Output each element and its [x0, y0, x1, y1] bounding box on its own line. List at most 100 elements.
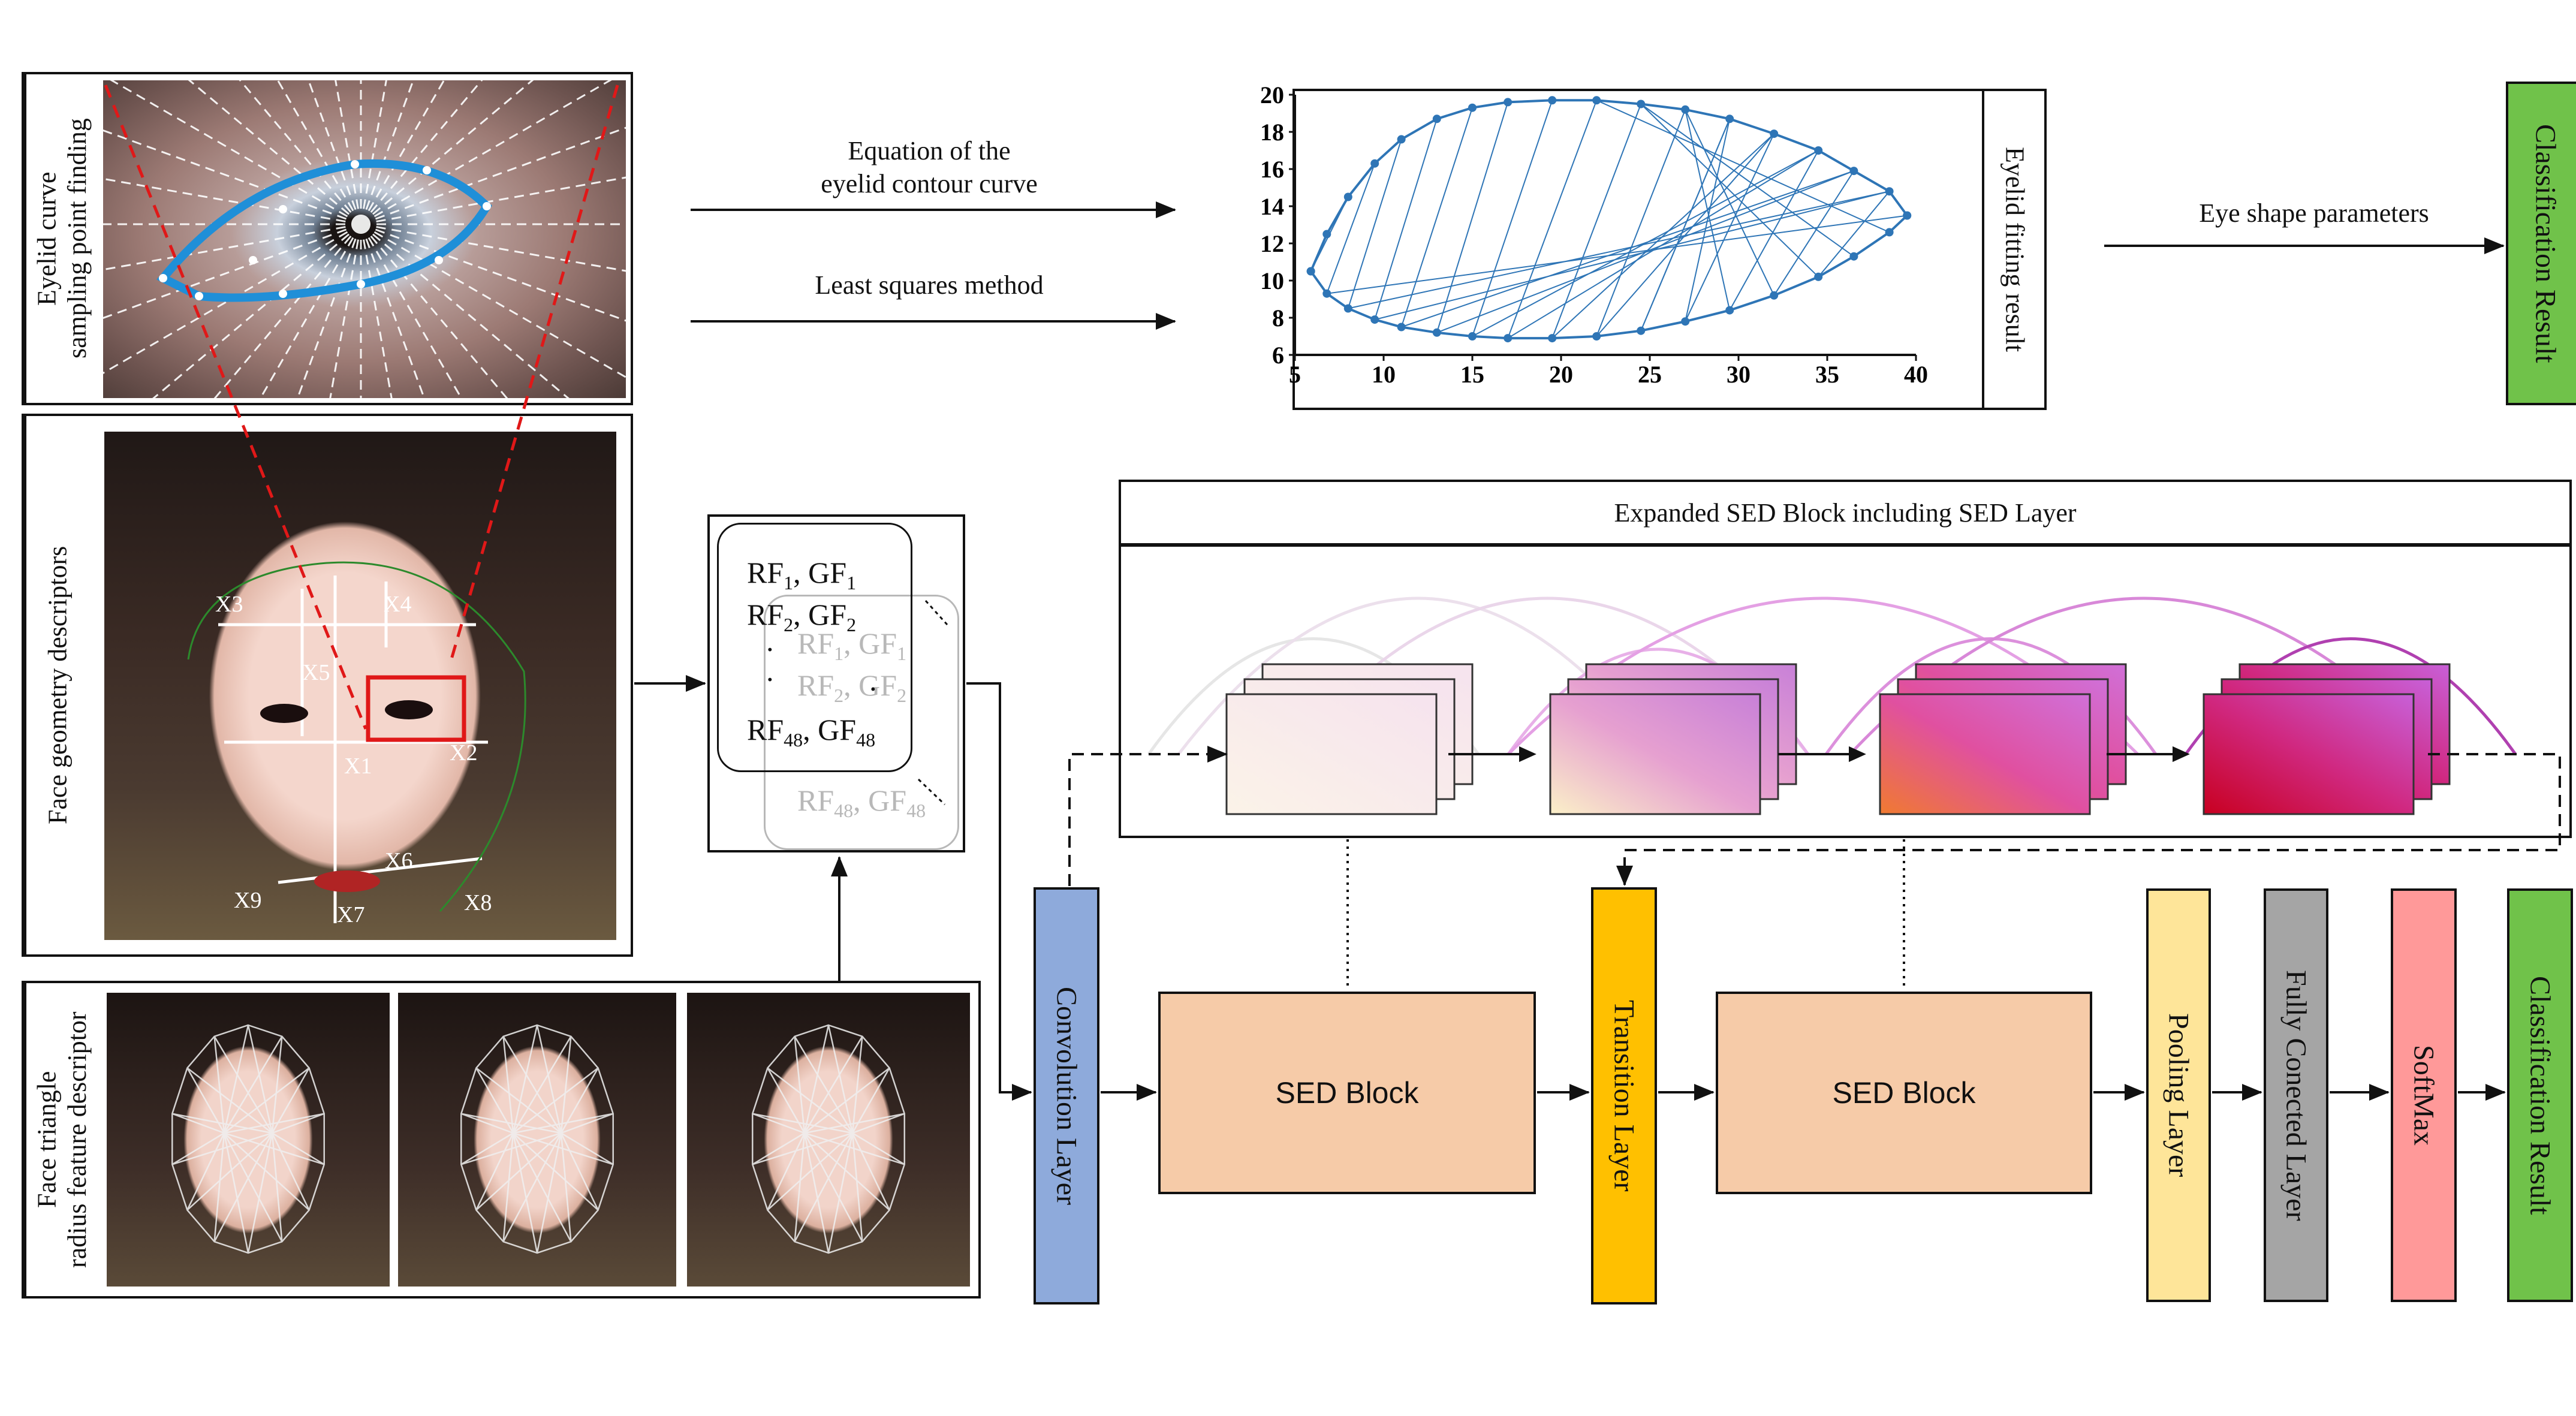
mesh-line — [1640, 103, 1819, 278]
data-point — [1306, 267, 1315, 276]
descriptor-ellipsis-3: · — [868, 672, 878, 706]
y-tick-label: 16 — [1260, 156, 1284, 183]
mesh-line — [1507, 100, 1598, 339]
lower-eyelid-line — [1310, 215, 1908, 340]
mesh-line — [1773, 170, 1855, 296]
descriptor-front-row-1: RF1, GF1 — [747, 556, 857, 593]
triangle-photo-1 — [107, 993, 390, 1287]
descriptor-stack-connectors — [917, 599, 948, 806]
descriptor-front-row-2: RF2, GF2 — [747, 598, 857, 635]
marker-x1: X1 — [344, 754, 372, 779]
mesh-line — [1327, 215, 1908, 294]
descriptor-back-row-3: RF48, GF48 — [797, 784, 926, 821]
marker-x8: X8 — [464, 890, 492, 915]
data-point — [1468, 332, 1477, 341]
x-tick-label: 35 — [1815, 361, 1839, 388]
data-point — [1592, 332, 1601, 341]
marker-x4: X4 — [384, 592, 412, 617]
marker-x7: X7 — [337, 902, 365, 927]
eyelid-fitting-label: Eyelid fitting result — [1982, 91, 2044, 408]
mesh-line — [1326, 163, 1376, 294]
mesh-line — [1729, 150, 1819, 311]
eyelid-chart-frame: Eyelid fitting result — [1292, 89, 2047, 410]
equation-label: Equation of the eyelid contour curve — [821, 136, 1038, 198]
data-point — [1637, 326, 1646, 335]
data-point — [1592, 96, 1601, 105]
marker-x5: X5 — [302, 660, 330, 685]
eye-sampling-overlay — [103, 80, 626, 398]
y-tick-label: 14 — [1260, 193, 1284, 220]
data-point — [1637, 100, 1646, 109]
data-point — [1814, 146, 1823, 155]
classification-result-bottom: Classification Result — [2507, 888, 2573, 1302]
x-tick-label: 25 — [1638, 361, 1662, 388]
marker-x6: X6 — [385, 848, 413, 873]
data-point — [1343, 192, 1352, 201]
mesh-line — [1348, 191, 1890, 309]
data-point — [1770, 129, 1779, 138]
x-tick-label: 40 — [1904, 361, 1928, 388]
sed-block-2: SED Block — [1716, 992, 2092, 1194]
face-geometry-overlay — [187, 561, 526, 923]
mesh-line — [1347, 139, 1402, 309]
y-tick-label: 18 — [1260, 119, 1284, 146]
transition-layer: Transition Layer — [1591, 887, 1657, 1304]
triangle-photo-3 — [687, 993, 970, 1287]
face-triangle-panel: Face triangle radius feature descriptor — [22, 981, 981, 1298]
data-point — [1370, 315, 1379, 324]
data-point — [1681, 105, 1690, 114]
marker-x9: X9 — [234, 888, 262, 913]
data-point — [1322, 289, 1331, 298]
marker-x3: X3 — [215, 592, 243, 617]
least-squares-label: Least squares method — [815, 270, 1044, 300]
data-point — [1504, 334, 1513, 343]
descriptor-front-card — [717, 523, 912, 772]
data-point — [1885, 228, 1894, 237]
data-point — [1548, 334, 1557, 343]
mesh-line — [1551, 133, 1774, 339]
data-point — [1903, 211, 1912, 220]
data-point — [1504, 98, 1513, 107]
mesh-line — [1596, 109, 1686, 337]
mesh-line — [1685, 109, 1775, 296]
triangle-mesh-overlay — [171, 1024, 905, 1254]
data-point — [1432, 115, 1441, 123]
mesh-line — [1374, 119, 1438, 320]
data-point — [1397, 135, 1406, 144]
mesh-line — [1401, 170, 1854, 328]
mesh-line — [1685, 119, 1731, 322]
upper-eyelid-line — [1309, 99, 1908, 272]
classification-result-top: Classification Result — [2506, 82, 2576, 405]
convolution-layer: Convolution Layer — [1034, 887, 1099, 1304]
zoom-guide-lines — [104, 85, 619, 730]
expanded-sed-header: Expanded SED Block including SED Layer — [1119, 480, 2572, 546]
y-tick-label: 20 — [1260, 82, 1284, 109]
descriptor-front-row-3: RF48, GF48 — [747, 713, 876, 751]
mesh-line — [1472, 150, 1819, 337]
x-tick-label: 15 — [1460, 361, 1484, 388]
mesh-line — [1400, 107, 1473, 327]
mesh-line — [1436, 102, 1509, 333]
x-tick-label: 10 — [1372, 361, 1396, 388]
mesh-line — [1374, 191, 1890, 321]
descriptor-back-card — [764, 595, 959, 850]
data-point — [1725, 115, 1734, 123]
eyelid-sampling-panel: Eyelid curve sampling point finding — [22, 72, 633, 405]
marker-x2: X2 — [450, 740, 478, 766]
data-point — [1814, 272, 1823, 281]
data-point — [1432, 328, 1441, 337]
mesh-line — [1818, 191, 1890, 278]
data-point — [1725, 306, 1734, 315]
mesh-line — [1596, 133, 1774, 337]
data-point — [1548, 96, 1557, 105]
y-tick-label: 12 — [1260, 230, 1284, 257]
mesh-line — [1507, 150, 1819, 339]
descriptor-back-row-1: RF1, GF1 — [797, 626, 907, 664]
data-point — [1681, 317, 1690, 326]
x-tick-label: 5 — [1289, 361, 1301, 388]
data-point — [1343, 304, 1352, 313]
face-geometry-panel: Face geometry descriptors X3 X4 X5 X1 X2… — [22, 414, 633, 957]
descriptor-back-row-2: RF2, GF2 — [797, 668, 907, 706]
mesh-line — [1596, 100, 1890, 233]
